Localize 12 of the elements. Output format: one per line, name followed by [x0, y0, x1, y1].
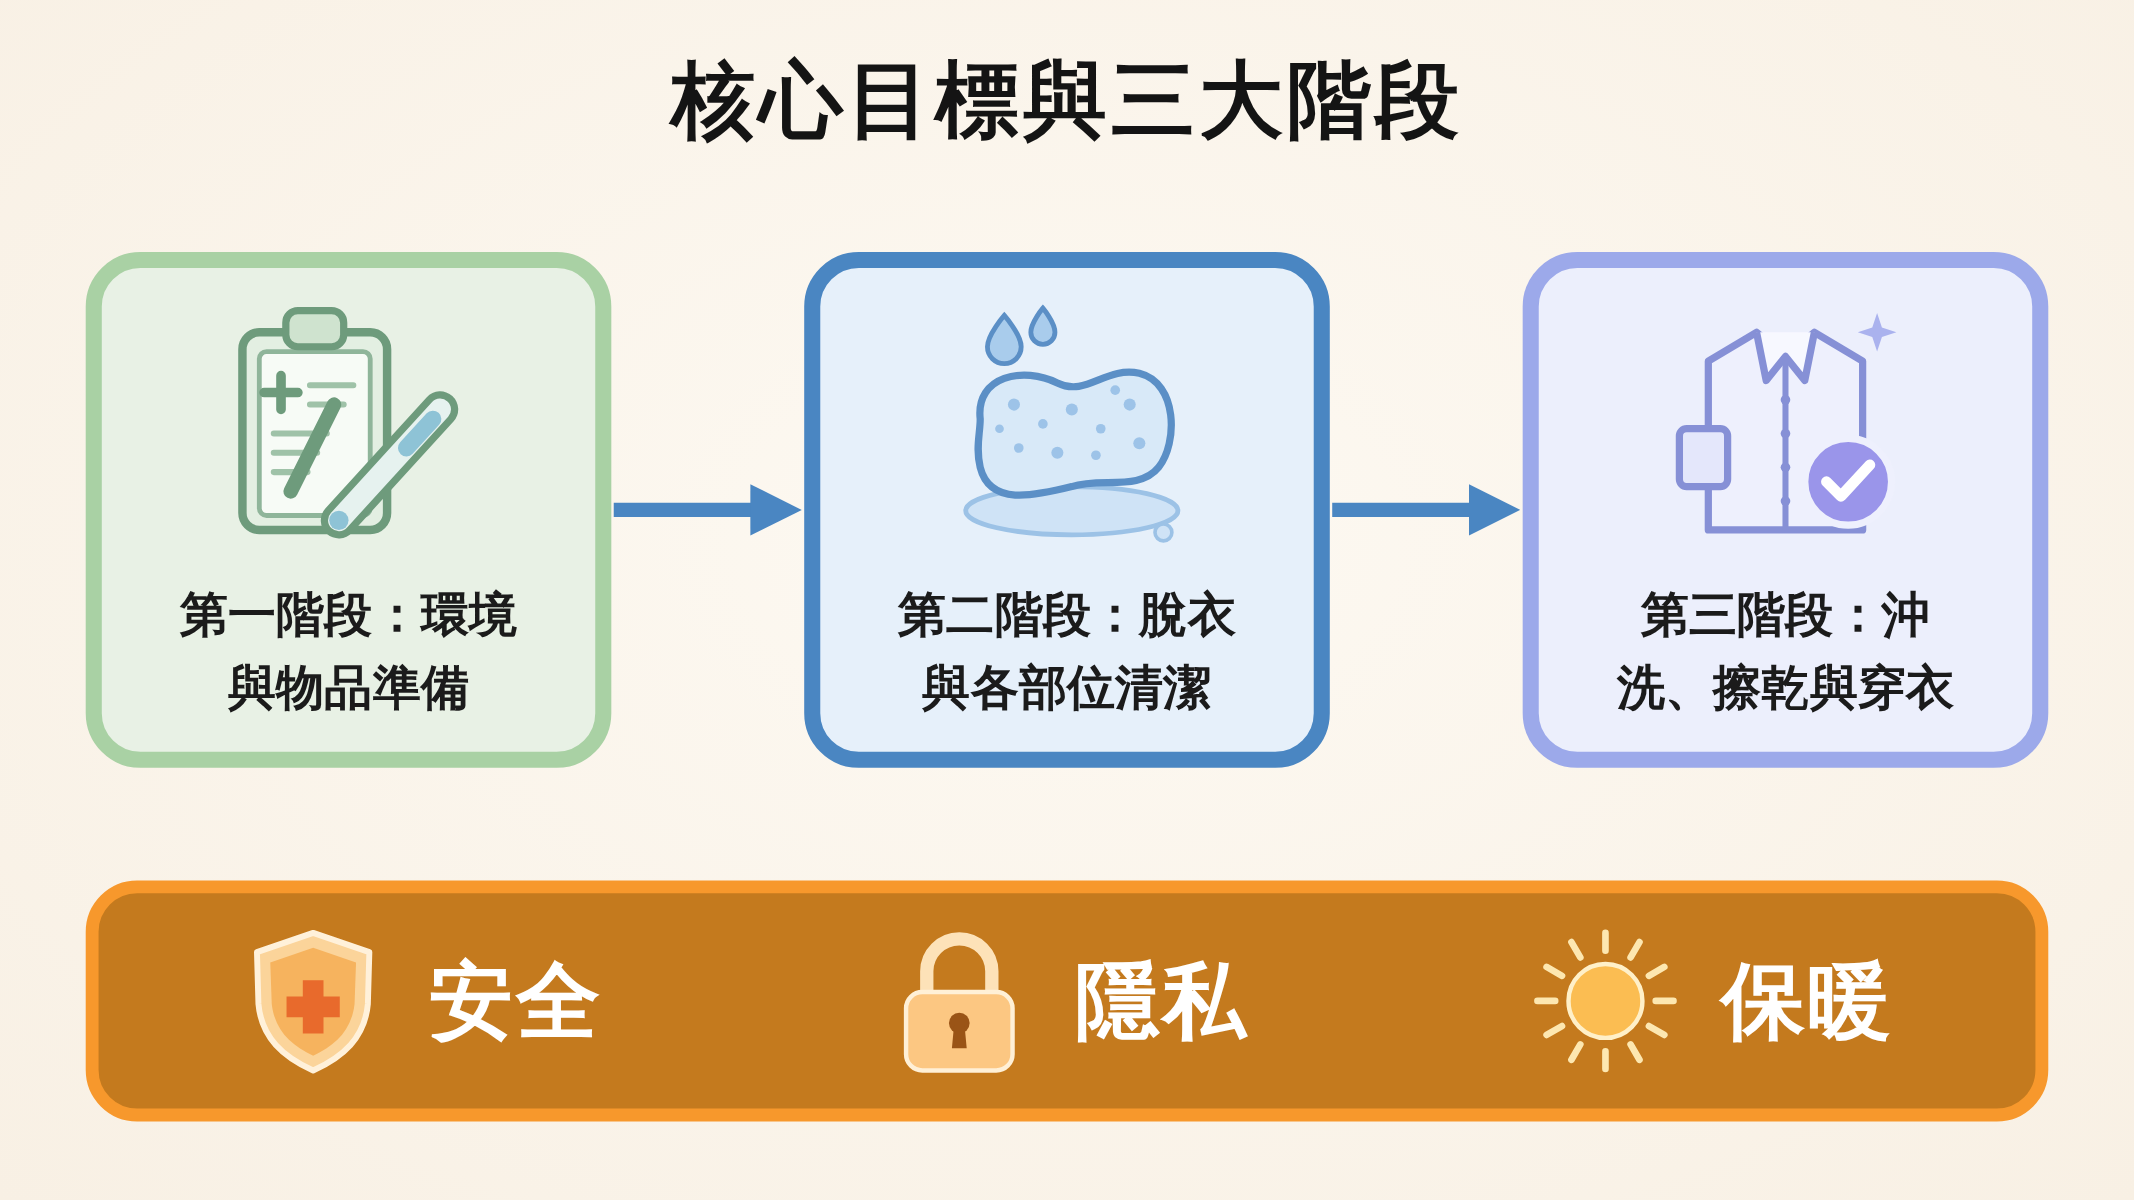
stage-label: 第一階段：環境與物品準備 [178, 585, 519, 717]
stage-card [85, 251, 612, 768]
stage-label: 第三階段：沖洗、擦乾與穿衣 [1615, 585, 1956, 717]
stage-label: 第二階段：脫衣與各部位清潔 [897, 585, 1237, 717]
goal-label: 隱私 [1075, 951, 1249, 1051]
arrow [1332, 484, 1521, 536]
goal-banner [85, 880, 2049, 1122]
arrow [613, 484, 802, 536]
stage-card [804, 251, 1330, 768]
goal-label: 保暖 [1720, 951, 1895, 1051]
stage-card [1522, 251, 2049, 768]
goal-label: 安全 [429, 951, 603, 1051]
